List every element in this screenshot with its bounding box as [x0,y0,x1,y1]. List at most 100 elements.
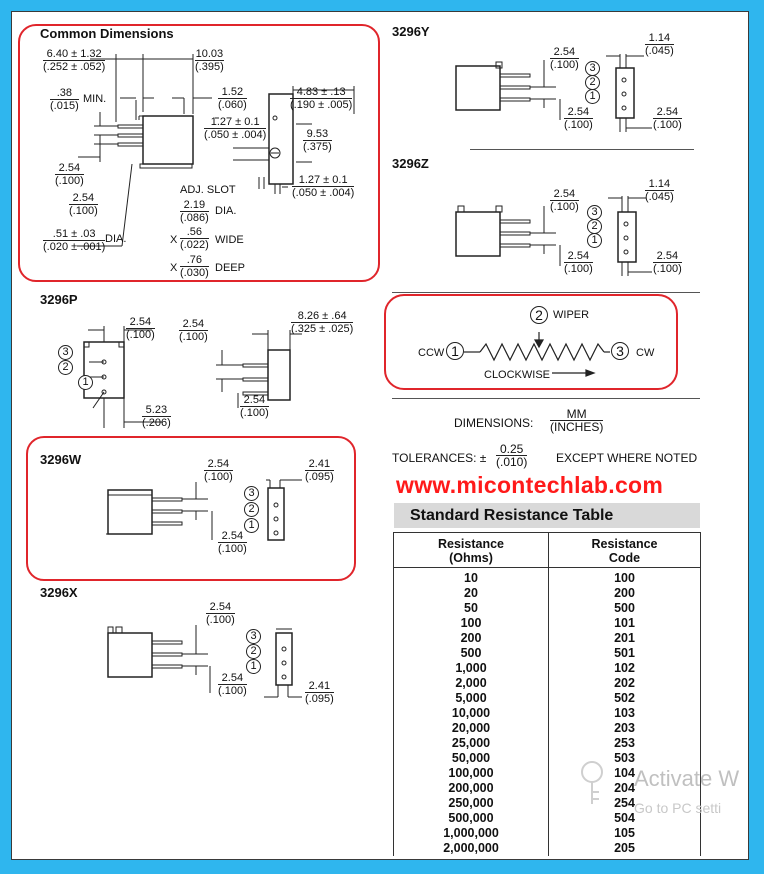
resistance-code-cell: 501 [548,646,701,661]
p3296z-dim-2-54-c: 2.54(.100) [653,250,682,275]
resistance-ohms-cell: 200 [393,631,549,646]
resistance-code-cell: 503 [548,751,701,766]
p3296x-dim-2-54-b: 2.54(.100) [218,672,247,697]
resistance-code-cell: 205 [548,841,701,856]
common-adj-slot: ADJ. SLOT [180,184,236,196]
p3296w-pin-3-marker: 3 [244,486,259,501]
p3296w-pin-2-marker: 2 [244,502,259,517]
schematic-pin1: 1 [446,342,464,360]
model-3296z-title: 3296Z [392,156,429,171]
resistance-ohms-cell: 1,000,000 [393,826,549,841]
resistance-table-title: Standard Resistance Table [394,503,700,528]
resistance-code-cell: 202 [548,676,701,691]
divider-3296z [392,292,700,293]
resistance-code-cell: 105 [548,826,701,841]
p3296x-pin-1-marker: 1 [246,659,261,674]
resistance-ohms-cell: 2,000 [393,676,549,691]
common-dim-2-19: 2.19(.086) [180,199,209,224]
key-icon [581,761,603,804]
common-dim-9-53: 9.53(.375) [303,128,332,153]
common-dia-label-2: DIA. [105,233,127,245]
resistance-ohms-cell: 200,000 [393,781,549,796]
resistance-ohms-cell: 2,000,000 [393,841,549,856]
p3296w-pin-1-marker: 1 [244,518,259,533]
p3296z-pin-3-marker: 3 [587,205,602,220]
model-3296y-title: 3296Y [392,24,430,39]
model-3296p-drawing [83,326,302,428]
common-dim-2-54-b: 2.54(.100) [69,192,98,217]
model-3296z-drawing [455,196,652,276]
resistance-code-cell: 103 [548,706,701,721]
common-x-2: X [170,262,178,274]
resistance-ohms-cell: 5,000 [393,691,549,706]
common-dim-10-03: 10.03(.395) [195,48,224,73]
common-dimensions-title: Common Dimensions [40,26,174,41]
schematic-highlight [384,294,678,390]
resistance-ohms-cell: 20 [393,586,549,601]
resistance-ohms-cell: 50,000 [393,751,549,766]
resistance-code-cell: 201 [548,631,701,646]
common-dim-6-40: 6.40 ± 1.32(.252 ± .052) [43,48,106,73]
p3296x-pin-3-marker: 3 [246,629,261,644]
common-dim-4-83: 4.83 ± .13(.190 ± .005) [290,86,353,111]
p3296y-pin-1-marker: 1 [585,89,600,104]
divider-schematic [392,398,700,399]
website-url-banner[interactable]: www.micontechlab.com [396,472,664,498]
dimensions-label: DIMENSIONS: [454,416,534,430]
p3296x-pin-2-marker: 2 [246,644,261,659]
schematic-ccw-label: CCW [418,347,445,359]
p3296y-pin-3-marker: 3 [585,61,600,76]
common-deep-label: DEEP [215,262,245,274]
datasheet-page: Common Dimensions [11,11,749,860]
resistance-ohms-cell: 100 [393,616,549,631]
common-x-1: X [170,234,178,246]
common-wide-label: WIDE [215,234,244,246]
resistance-ohms-cell: 10 [393,567,549,586]
resistance-code-cell: 104 [548,766,701,781]
common-dim-0-38: .38(.015) [50,87,79,112]
resistance-code-cell: 200 [548,586,701,601]
resistance-code-cell: 100 [548,567,701,586]
common-dim-1-27-bottom: 1.27 ± 0.1(.050 ± .004) [292,174,355,199]
p3296y-pin-2-marker: 2 [585,75,600,90]
p3296w-dim-2-54-a: 2.54(.100) [204,458,233,483]
common-dim-1-52: 1.52(.060) [218,86,247,111]
p3296x-dim-2-54-a: 2.54(.100) [206,601,235,626]
p3296z-pin-1-marker: 1 [587,233,602,248]
common-dia-label: DIA. [215,205,237,217]
tolerances-label: TOLERANCES: ± [392,451,487,465]
resistance-code-cell: 253 [548,736,701,751]
p3296p-dim-2-54-c: 2.54(.100) [240,394,269,419]
p3296y-dim-2-54-c: 2.54(.100) [653,106,682,131]
potentiometer-schematic [464,332,610,377]
p3296p-pin-1-marker: 1 [78,375,93,390]
resistance-ohms-cell: 500 [393,646,549,661]
tolerances-value: 0.25(.010) [496,442,528,469]
model-3296x-title: 3296X [40,585,78,600]
p3296p-dim-2-54-a: 2.54(.100) [126,316,155,341]
model-3296w-drawing [106,479,302,541]
dimensions-units: MM(INCHES) [550,407,604,434]
resistance-code-cell: 254 [548,796,701,811]
column-header-resistance-ohms: Resistance(Ohms) [393,532,549,568]
resistance-code-cell: 500 [548,601,701,616]
p3296p-pin-2-marker: 2 [58,360,73,375]
p3296p-dim-5-23: 5.23(.206) [142,404,171,429]
common-dim-0-51: .51 ± .03(.020 ± .001) [43,228,106,253]
resistance-code-cell: 502 [548,691,701,706]
schematic-pin3: 3 [611,342,629,360]
